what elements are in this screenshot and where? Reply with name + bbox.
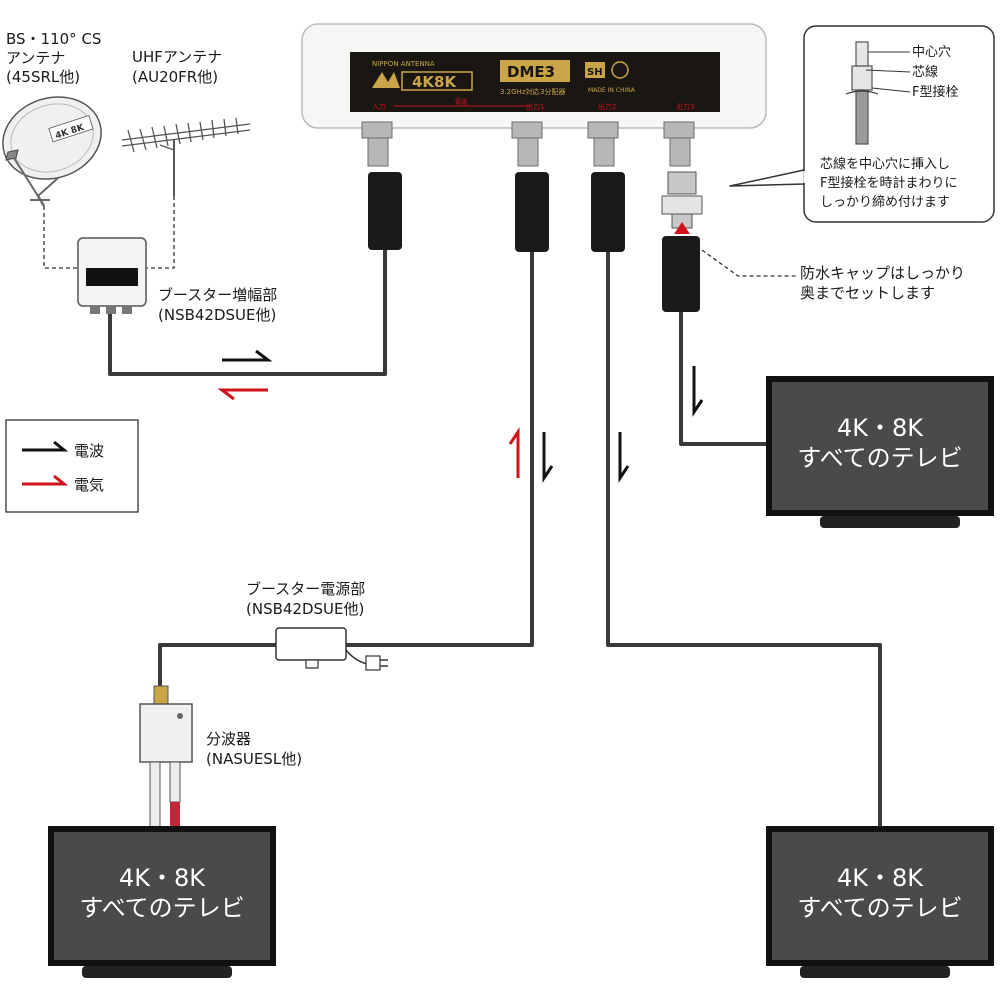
port-out3-icon [663, 121, 695, 139]
wave-arrow-icon [222, 349, 273, 362]
cable-out2-to-tv [606, 252, 882, 826]
legend: 電波 電気 [5, 419, 139, 513]
f-plug-detail-icon [845, 41, 879, 145]
booster-amp: ブースター増幅部 (NSB42DSUE他) [77, 237, 277, 324]
bs-antenna: BS・110° CS アンテナ (45SRL他) 4K 8K [2, 30, 102, 207]
model-plate [500, 60, 570, 82]
port-label-out3: 出力3 [676, 102, 694, 111]
out3-wave-down-arrow-icon [692, 366, 704, 417]
tv-label-2: すべてのテレビ [797, 444, 962, 472]
legend-box [5, 419, 139, 513]
legend-electricity-arrow-icon [22, 474, 69, 486]
tv-screen [54, 832, 270, 960]
callout-box [803, 25, 995, 223]
power-up-arrow-icon [508, 427, 520, 478]
distributor: NIPPON ANTENNA 4K8K DME3 3.2GHz対応 3分配器 S… [301, 23, 767, 167]
splitter-label-1: 分波器 [206, 730, 251, 748]
uhf-antenna: UHFアンテナ (AU20FR他) [121, 48, 251, 196]
plug-out1-icon [515, 172, 549, 252]
waterproof-cap-label-1: 防水キャップはしっかり [800, 264, 965, 282]
cable-out3-to-tv [679, 312, 768, 446]
power-arrow-icon [217, 388, 268, 401]
tv-screen [772, 832, 988, 960]
tv-label-2: すべてのテレビ [79, 894, 244, 922]
sh-badge [585, 62, 605, 78]
callout-instruction-2: F型接栓を時計まわりに [820, 175, 957, 191]
waterproof-cap-icon [662, 236, 700, 312]
booster-power-label-1: ブースター電源部 [246, 580, 365, 598]
port-out2-icon [587, 121, 619, 139]
connector-callout: 中心穴 芯線 F型接栓 芯線を中心穴に挿入し F型接栓を時計まわりに しっかり締… [729, 25, 995, 223]
power-plug-icon [365, 655, 381, 671]
plug-out2-icon [591, 172, 625, 252]
bs-antenna-label-3: (45SRL他) [6, 68, 80, 86]
tv-label-1: 4K・8K [837, 414, 924, 442]
waterproof-cap-label-2: 奥までセットします [800, 284, 935, 302]
out1-cable-arrows [508, 427, 554, 483]
cable-plugs [368, 172, 625, 252]
tv-label-1: 4K・8K [837, 864, 924, 892]
uhf-antenna-label-2: (AU20FR他) [132, 68, 218, 86]
insert-arrow-icon [674, 222, 690, 234]
port-label-in: 入力 [372, 102, 386, 111]
distributor-brand: NIPPON ANTENNA [372, 60, 435, 68]
splitter-body-icon [139, 703, 193, 763]
label-core-wire: 芯線 [912, 64, 938, 80]
waterproof-cap-leader [701, 249, 796, 277]
booster-power-label-2: (NSB42DSUE他) [246, 600, 364, 618]
distributor-logo: 4K8K [412, 73, 457, 91]
uhf-feed-line [144, 196, 175, 269]
port-label-out1: 出力1 [526, 102, 544, 111]
port-label-out2: 出力2 [598, 102, 616, 111]
legend-wave-label: 電波 [74, 442, 104, 460]
splitter-label-2: (NASUESL他) [206, 750, 302, 768]
legend-wave-arrow-icon [22, 440, 69, 452]
port-out1-icon [511, 121, 543, 139]
uhf-antenna-label-1: UHFアンテナ [132, 48, 222, 66]
legend-electricity-label: 電気 [74, 476, 104, 494]
made-in: MADE IN CHINA [588, 87, 636, 94]
waterproof-cap-note: 防水キャップはしっかり 奥までセットします [701, 249, 965, 302]
port-in-icon [361, 121, 393, 139]
sh-badge-label: SH [587, 67, 603, 78]
bs-antenna-label-2: アンテナ [6, 49, 65, 67]
tv-bottom-left: 4K・8K すべてのテレビ [48, 826, 276, 978]
tv-right-top: 4K・8K すべてのテレビ [766, 376, 994, 528]
wave-down-arrow-icon [542, 432, 554, 483]
distributor-spec-2: 3分配器 [540, 87, 565, 96]
tv-label-1: 4K・8K [119, 864, 206, 892]
tv-screen [772, 382, 988, 510]
booster-cable-arrows [217, 349, 273, 401]
f-connector-out3 [661, 171, 703, 312]
booster-amp-label-2: (NSB42DSUE他) [158, 306, 276, 324]
uhf-antenna-icon [121, 117, 251, 196]
splitter: 分波器 (NASUESL他) [139, 685, 302, 829]
label-center-hole: 中心穴 [912, 45, 951, 60]
callout-instruction-1: 芯線を中心穴に挿入し [820, 156, 950, 172]
tv-label-2: すべてのテレビ [797, 894, 962, 922]
distributor-spec-1: 3.2GHz対応 [500, 87, 540, 96]
booster-power: ブースター電源部 (NSB42DSUE他) [246, 580, 388, 671]
dish-feed-line [43, 206, 80, 269]
tool-icon [611, 61, 629, 79]
booster-power-icon [275, 627, 347, 661]
callout-instruction-3: しっかり締め付けます [820, 194, 950, 210]
brand-logo-icon [372, 72, 400, 88]
out2-wave-down-arrow-icon [618, 432, 630, 483]
plug-in-icon [368, 172, 402, 250]
label-f-plug: F型接栓 [912, 84, 958, 100]
tv-bottom-right: 4K・8K すべてのテレビ [766, 826, 994, 978]
splitter-input-port-icon [153, 685, 169, 705]
cable-booster-to-input [108, 250, 387, 376]
port-label-power: 電通 [455, 98, 467, 106]
booster-amp-label-1: ブースター増幅部 [158, 286, 277, 304]
distributor-model: DME3 [507, 63, 555, 81]
bs-antenna-label-1: BS・110° CS [6, 30, 101, 48]
